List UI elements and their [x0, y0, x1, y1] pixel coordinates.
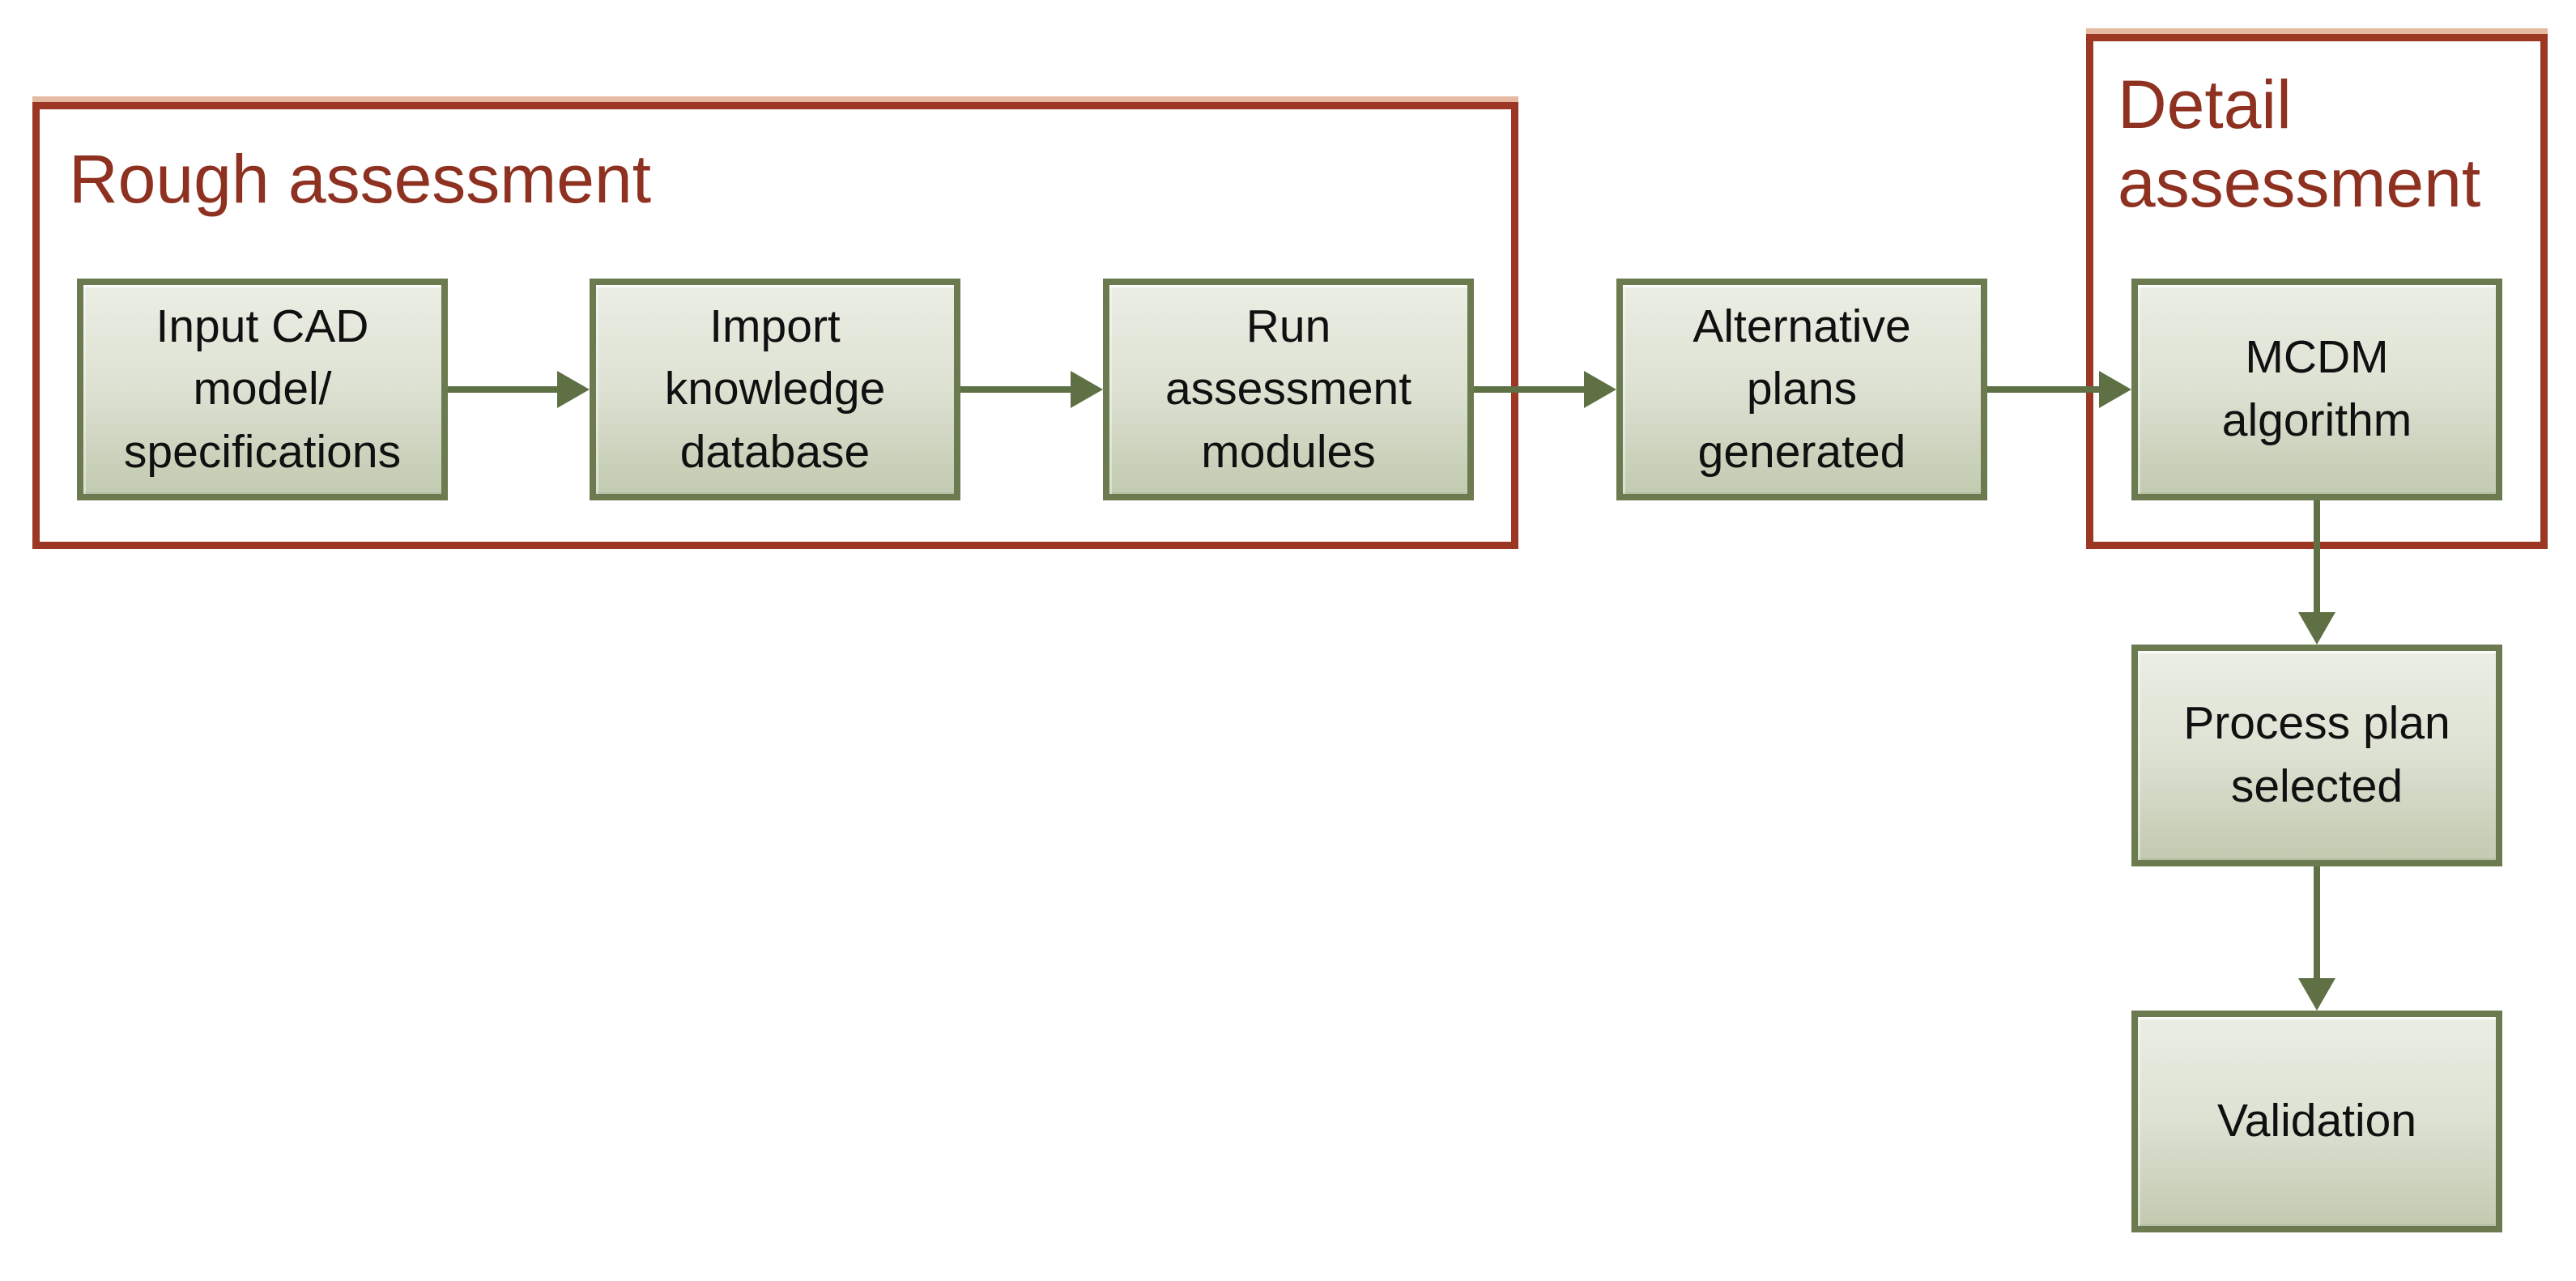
node-process-plan: Process plan selected	[2131, 645, 2502, 866]
node-label: Run assessment modules	[1165, 300, 1412, 478]
node-label: Validation	[2216, 1095, 2417, 1147]
node-import-knowledge: Import knowledge database	[590, 279, 960, 500]
arrow-process-to-validation-shaft	[2314, 866, 2320, 978]
container-title-rough: Rough assessment	[69, 141, 652, 217]
node-label: Input CAD model/ specifications	[123, 300, 402, 478]
node-label: MCDM algorithm	[2221, 331, 2412, 446]
container-detail-assessment: Detail assessment	[2086, 34, 2548, 549]
arrow-down-head-icon	[2298, 978, 2335, 1011]
arrow-run-to-alternative-shaft	[1474, 386, 1584, 393]
arrow-right-head-icon	[1071, 371, 1103, 408]
node-label: Alternative plans generated	[1692, 300, 1911, 478]
container-title-detail: Detail assessment	[2118, 66, 2481, 222]
container-rough-assessment: Rough assessment	[32, 102, 1518, 549]
arrow-right-head-icon	[2099, 371, 2131, 408]
arrow-right-head-icon	[1584, 371, 1616, 408]
arrow-input-to-import-shaft	[448, 386, 557, 393]
node-input-cad: Input CAD model/ specifications	[77, 279, 448, 500]
node-validation: Validation	[2131, 1011, 2502, 1232]
arrow-down-head-icon	[2298, 612, 2335, 645]
arrow-mcdm-to-process-shaft	[2314, 500, 2320, 614]
node-mcdm-algorithm: MCDM algorithm	[2131, 279, 2502, 500]
arrow-right-head-icon	[557, 371, 590, 408]
node-label: Process plan selected	[2183, 697, 2450, 812]
node-run-assessment: Run assessment modules	[1103, 279, 1474, 500]
node-alternative-plans: Alternative plans generated	[1616, 279, 1987, 500]
arrow-alternative-to-mcdm-shaft	[1987, 386, 2099, 393]
node-label: Import knowledge database	[664, 300, 886, 478]
arrow-import-to-run-shaft	[960, 386, 1071, 393]
